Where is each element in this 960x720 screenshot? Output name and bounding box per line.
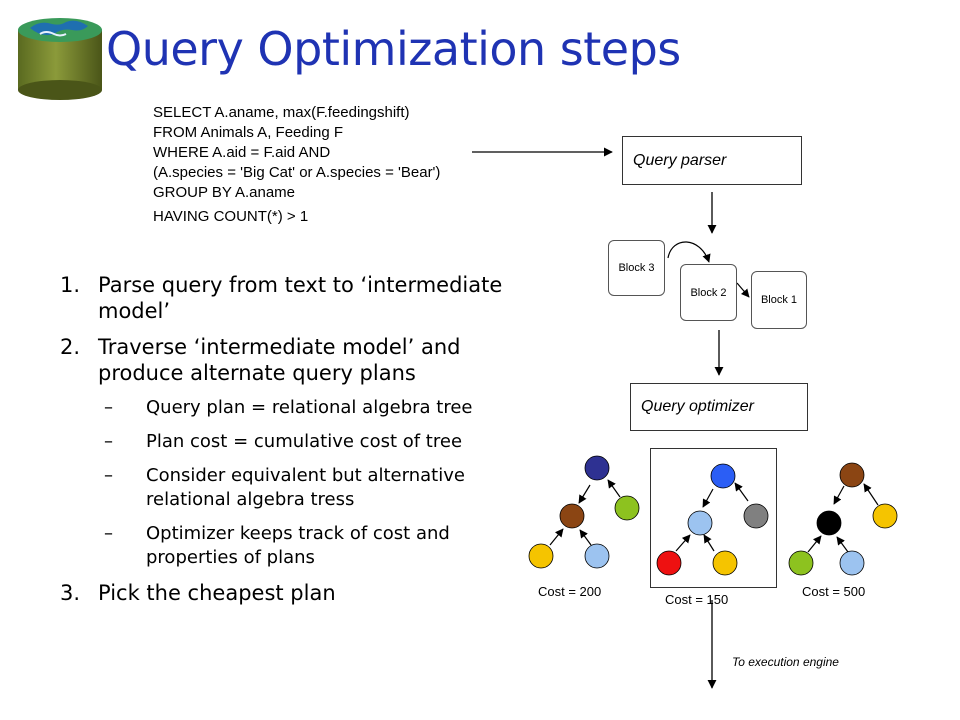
substep-text: Optimizer keeps track of cost and proper… <box>146 523 450 568</box>
tree-node <box>614 495 640 521</box>
sql-line: HAVING COUNT(*) > 1 <box>153 208 309 225</box>
tree-edge <box>833 485 845 505</box>
substep-text: Consider equivalent but alternative rela… <box>146 465 465 510</box>
query-parser-box: Query parser <box>622 136 802 185</box>
tree-edge <box>807 535 822 553</box>
tree-edge <box>675 534 691 552</box>
tree-node <box>687 510 713 536</box>
step-number: 3. <box>60 581 81 605</box>
sql-line: FROM Animals A, Feeding F <box>153 124 344 141</box>
substep-dash: – <box>104 465 113 486</box>
database-globe-icon <box>18 18 102 100</box>
tree-node <box>710 463 736 489</box>
step-number: 2. <box>60 335 81 359</box>
tree-edge <box>607 479 621 498</box>
substep-text: Query plan = relational algebra tree <box>146 397 473 418</box>
plan-tree-3 <box>788 462 898 576</box>
sql-line: SELECT A.aname, max(F.feedingshift) <box>153 104 410 121</box>
step-1: 1. Parse query from text to ‘intermediat… <box>60 272 530 324</box>
steps-list: 1. Parse query from text to ‘intermediat… <box>60 272 530 616</box>
tree-node <box>712 550 738 576</box>
substep-dash: – <box>104 523 113 544</box>
tree-node <box>584 543 610 569</box>
tree-edge <box>863 483 879 506</box>
tree-node <box>872 503 898 529</box>
block3-to-block2-arrow <box>667 241 711 263</box>
step-number: 1. <box>60 273 81 297</box>
tree-node <box>816 510 842 536</box>
tree-edge <box>703 534 715 552</box>
step-text: Parse query from text to ‘intermediate m… <box>98 273 503 323</box>
sql-line: (A.species = 'Big Cat' or A.species = 'B… <box>153 164 441 181</box>
step-3: 3. Pick the cheapest plan <box>60 580 530 606</box>
tree-node <box>559 503 585 529</box>
tree-node <box>839 550 865 576</box>
substep: – Consider equivalent but alternative re… <box>104 464 530 512</box>
substep: – Optimizer keeps track of cost and prop… <box>104 522 530 570</box>
tree-edge <box>734 482 749 502</box>
block-3: Block 3 <box>608 240 665 296</box>
substep-text: Plan cost = cumulative cost of tree <box>146 431 463 452</box>
block-1: Block 1 <box>751 271 807 329</box>
tree-node <box>656 550 682 576</box>
tree-edge <box>549 528 564 546</box>
tree-node <box>584 455 610 481</box>
plan-tree-1 <box>528 455 640 569</box>
tree-node <box>528 543 554 569</box>
block2-to-block1-arrow <box>736 282 750 298</box>
tree-node <box>743 503 769 529</box>
step-text: Traverse ‘intermediate model’ and produc… <box>98 335 461 385</box>
sql-line: WHERE A.aid = F.aid AND <box>153 144 331 161</box>
page-title: Query Optimization steps <box>106 22 681 76</box>
tree-node <box>788 550 814 576</box>
execution-engine-label: To execution engine <box>732 655 839 669</box>
sql-line: GROUP BY A.aname <box>153 184 296 201</box>
plan-cost-label: Cost = 150 <box>665 592 729 607</box>
step-text: Pick the cheapest plan <box>98 581 336 605</box>
tree-node <box>839 462 865 488</box>
substep: – Query plan = relational algebra tree <box>104 396 530 420</box>
plan-cost-label: Cost = 500 <box>802 584 866 599</box>
tree-edge <box>578 484 591 504</box>
plan-cost-label: Cost = 200 <box>538 584 602 599</box>
step-2: 2. Traverse ‘intermediate model’ and pro… <box>60 334 530 386</box>
substep: – Plan cost = cumulative cost of tree <box>104 430 530 454</box>
substep-dash: – <box>104 431 113 452</box>
substep-dash: – <box>104 397 113 418</box>
tree-edge <box>579 529 592 546</box>
sql-query: SELECT A.aname, max(F.feedingshift) FROM… <box>153 103 440 227</box>
tree-edge <box>702 488 714 508</box>
selected-plan-frame <box>650 448 777 588</box>
plan-tree-2 <box>656 463 769 576</box>
block-2: Block 2 <box>680 264 737 321</box>
query-optimizer-box: Query optimizer <box>630 383 808 431</box>
tree-edge <box>836 536 849 553</box>
